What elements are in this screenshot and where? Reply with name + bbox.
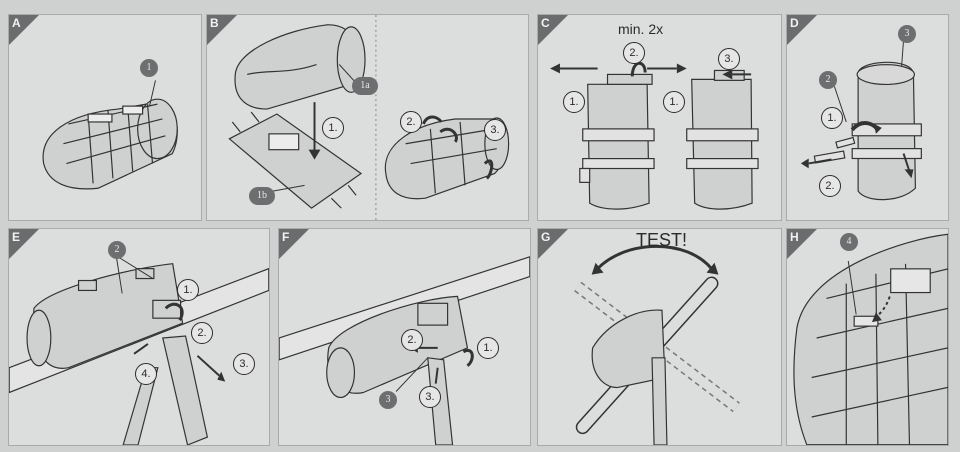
panel-d-corner — [787, 15, 817, 45]
panel-c-step-2: 2. — [623, 42, 645, 64]
panel-d-callout-3: 3 — [898, 25, 916, 43]
panel-e-letter: E — [12, 230, 21, 244]
panel-b-corner — [207, 15, 237, 45]
panel-b-step-2: 2. — [400, 111, 422, 133]
panel-g-illustration — [574, 244, 740, 445]
panel-a-illustration — [42, 80, 178, 190]
panel-h-illustration — [793, 233, 948, 445]
panel-b: B 1a 1b 1. 2. 3. — [206, 14, 529, 221]
panel-h-callout-4: 4 — [840, 233, 858, 251]
panel-h-letter: H — [790, 230, 799, 244]
panel-f-callout-3: 3 — [379, 391, 397, 409]
panel-a-callout-1: 1 — [140, 59, 158, 77]
panel-e-step-4: 4. — [135, 363, 157, 385]
panel-e-corner — [9, 229, 39, 259]
panel-c-letter: C — [541, 16, 550, 30]
panel-d-callout-2: 2 — [819, 71, 837, 89]
panel-c-step-1-left: 1. — [563, 91, 585, 113]
panel-c-step-1-right: 1. — [663, 91, 685, 113]
panel-g-corner — [538, 229, 568, 259]
panel-e: E 2 1. 2. 3. 4. — [8, 228, 270, 446]
panel-a-letter: A — [12, 16, 21, 30]
panel-b-step-1: 1. — [322, 117, 344, 139]
panel-c-corner — [538, 15, 568, 45]
panel-f: F 3 2. 1. 3. — [278, 228, 531, 446]
panel-c-heading: min. 2x — [618, 21, 664, 37]
panel-f-corner — [279, 229, 309, 259]
panel-g-letter: G — [541, 230, 551, 244]
panel-f-step-2: 2. — [401, 329, 423, 351]
panel-e-callout-2: 2 — [108, 241, 126, 259]
panel-d-letter: D — [790, 16, 799, 30]
panel-f-step-3: 3. — [419, 386, 441, 408]
panel-f-letter: F — [282, 230, 290, 244]
panel-g: G TEST! — [537, 228, 782, 446]
panel-a-corner — [9, 15, 39, 45]
panel-e-step-1: 1. — [177, 279, 199, 301]
panel-c-step-3: 3. — [718, 48, 740, 70]
panel-h: H 4 — [786, 228, 949, 446]
panel-d-step-1: 1. — [821, 107, 843, 129]
panel-c-illustration — [550, 61, 759, 210]
panel-e-illustration — [9, 255, 269, 445]
panel-d-illustration — [800, 39, 922, 201]
panel-b-callout-1b: 1b — [249, 187, 275, 205]
panel-f-illustration — [279, 256, 530, 445]
panel-h-corner — [787, 229, 817, 259]
panel-b-step-3: 3. — [484, 119, 506, 141]
panel-a: A 1 — [8, 14, 202, 221]
panel-e-step-2: 2. — [191, 322, 213, 344]
panel-c: C min. 2x 2. 1. 1. 3. — [537, 14, 782, 221]
panel-d-step-2: 2. — [819, 175, 841, 197]
panel-d: D 3 2 1. 2. — [786, 14, 949, 221]
panel-b-letter: B — [210, 16, 219, 30]
panel-b-callout-1a: 1a — [352, 77, 378, 95]
panel-g-heading: TEST! — [636, 230, 688, 250]
panel-e-step-3: 3. — [233, 353, 255, 375]
panel-f-step-1: 1. — [477, 337, 499, 359]
